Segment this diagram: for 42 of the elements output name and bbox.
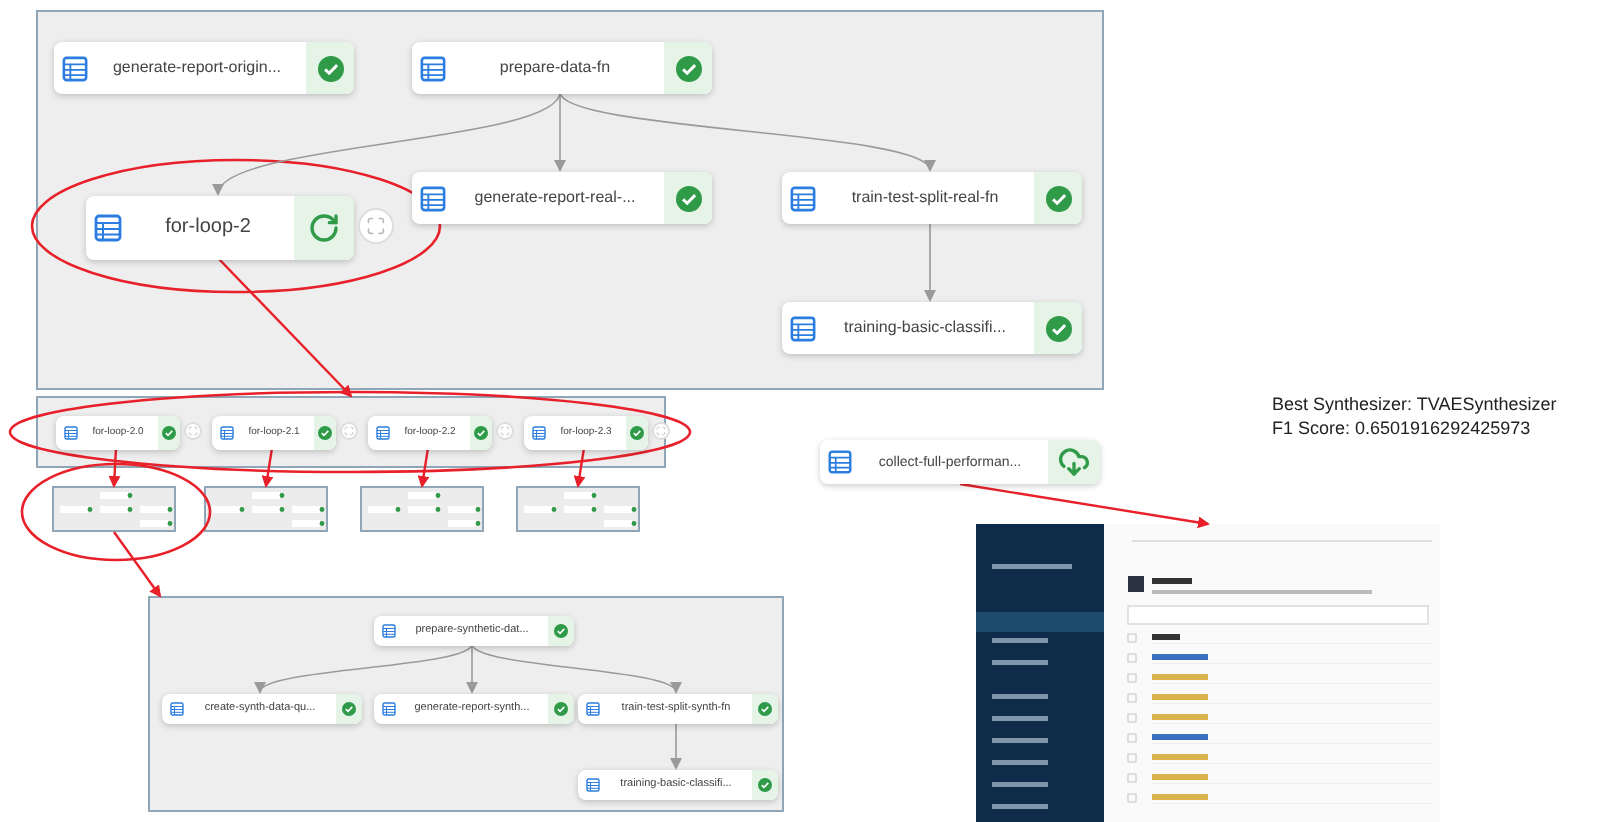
task-node xyxy=(782,172,1082,224)
task-node xyxy=(86,196,354,260)
task-name: prepare-data-fn xyxy=(497,60,613,76)
group-panel xyxy=(36,10,1104,390)
arrow xyxy=(466,643,478,694)
task-name: training-basic-classifi... xyxy=(842,320,1008,336)
arrow xyxy=(113,531,162,598)
task-node xyxy=(374,694,574,724)
task-node xyxy=(412,172,712,224)
arrow xyxy=(261,447,274,488)
result-text: Best Synthesizer: TVAESynthesizer xyxy=(1272,392,1557,416)
arrow xyxy=(670,721,682,770)
result-text: F1 Score: 0.6501916292425973 xyxy=(1272,416,1533,440)
task-node xyxy=(412,42,712,94)
task-name: train-test-split-real-fn xyxy=(849,190,1001,206)
task-name: for-loop-2 xyxy=(163,218,253,238)
task-node xyxy=(54,42,354,94)
task-node xyxy=(782,302,1082,354)
task-node xyxy=(578,694,778,724)
arrow xyxy=(573,447,586,488)
arrow xyxy=(258,643,473,694)
task-node xyxy=(162,694,362,724)
arrow xyxy=(108,447,121,488)
task-node xyxy=(56,416,180,450)
task-node xyxy=(820,440,1100,484)
task-node xyxy=(368,416,492,450)
arrow xyxy=(924,221,936,302)
arrow xyxy=(217,257,353,398)
task-node xyxy=(524,416,648,450)
arrow xyxy=(217,91,561,196)
arrow xyxy=(959,482,1210,529)
task-name: generate-report-real-... xyxy=(472,190,638,206)
group-panel xyxy=(148,596,784,812)
task-node xyxy=(212,416,336,450)
group-panel xyxy=(36,396,666,468)
arrow xyxy=(554,91,566,172)
arrow xyxy=(471,643,678,694)
arrow xyxy=(559,91,932,172)
task-name: generate-report-origin... xyxy=(110,60,284,76)
task-node xyxy=(374,616,574,646)
task-node xyxy=(578,770,778,800)
arrow xyxy=(417,447,430,488)
